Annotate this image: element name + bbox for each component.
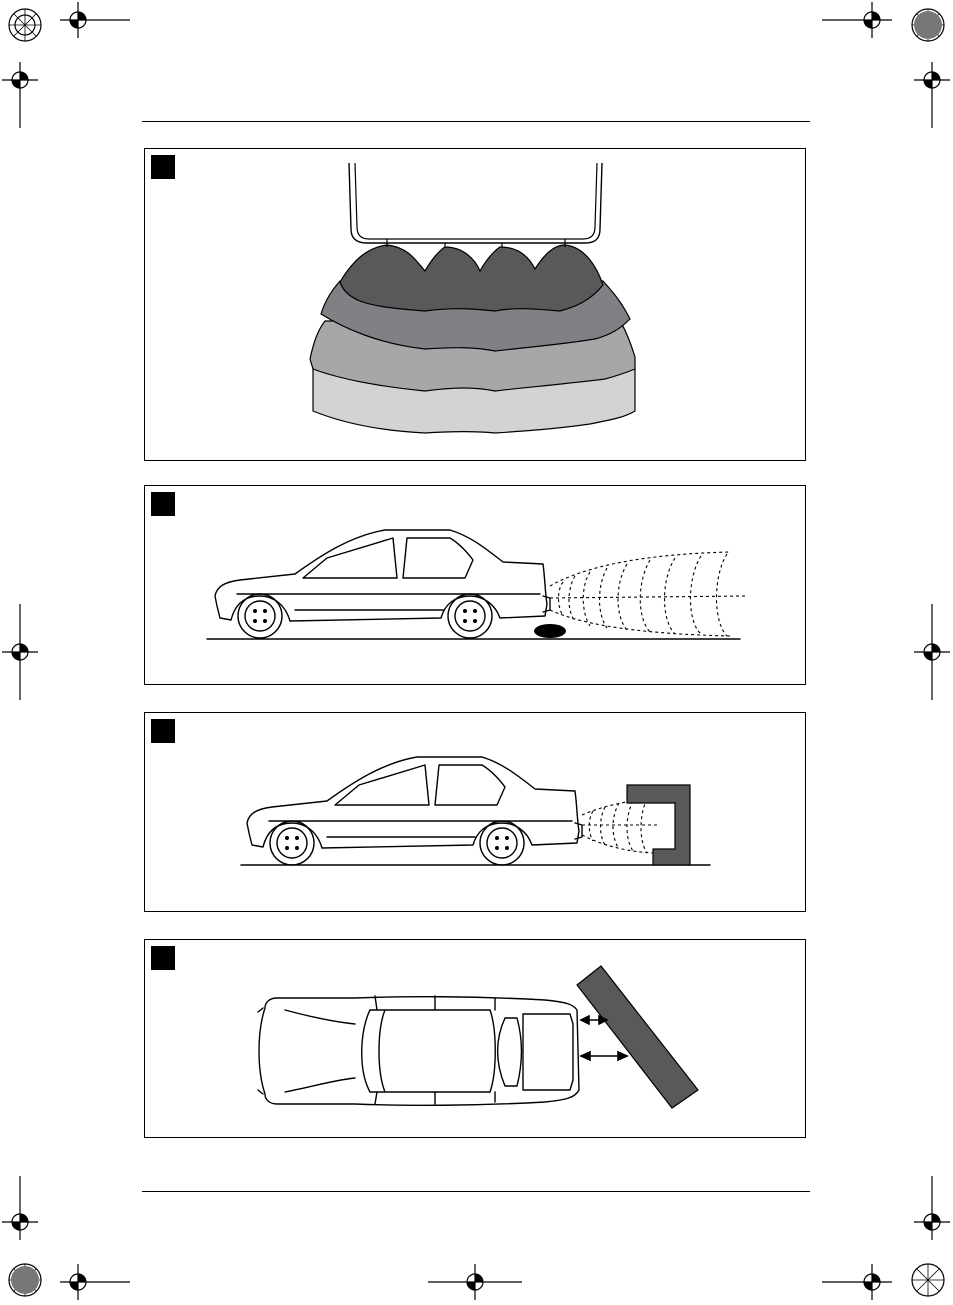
panel-sensor-zones (144, 148, 806, 461)
panel-angled-wall (144, 939, 806, 1138)
car-low-obstacle-illustration (145, 486, 807, 686)
low-obstacle (534, 624, 566, 638)
car-angled-wall-illustration (145, 940, 807, 1139)
angled-wall (577, 966, 698, 1108)
car-overhang-obstacle-illustration (145, 713, 807, 913)
panel-low-obstacle (144, 485, 806, 685)
footer-rule (142, 1191, 810, 1192)
detection-zone-1 (340, 245, 603, 311)
panel-overhang-obstacle (144, 712, 806, 912)
bumper-sensor-bar (349, 163, 602, 243)
header-rule (142, 121, 810, 122)
ultrasonic-fields-illustration (145, 149, 807, 462)
